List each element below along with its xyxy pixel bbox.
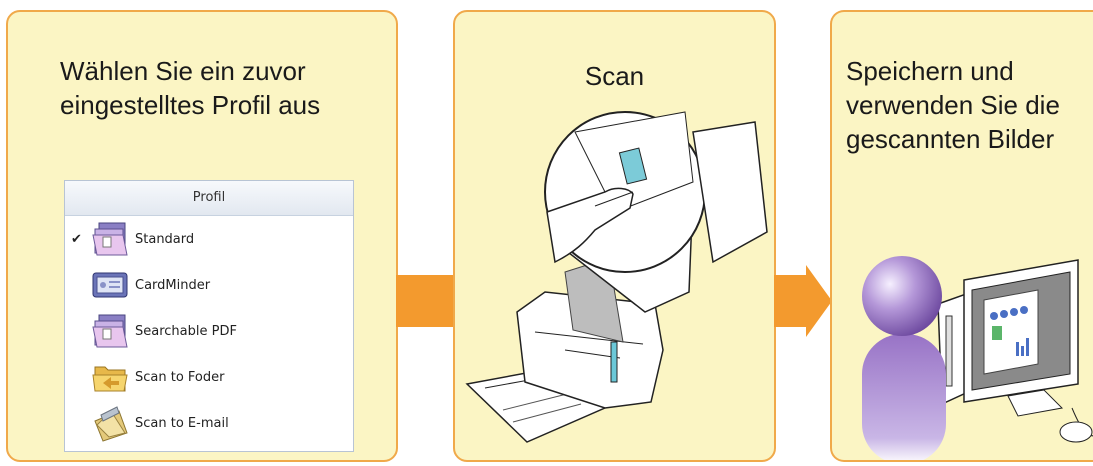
profile-item-label: Searchable PDF (135, 323, 237, 339)
scanner-illustration (465, 111, 768, 443)
profile-item-standard[interactable]: ✔ Standard (65, 216, 353, 262)
step-3-title: Speichern und verwenden Sie die gescannt… (846, 56, 1060, 154)
email-icon (94, 406, 128, 442)
profile-menu: Profil ✔ Standard CardMinder (64, 180, 354, 452)
folder-stack-icon (92, 222, 128, 256)
folder-icon (92, 366, 128, 392)
profile-item-searchable-pdf[interactable]: Searchable PDF (65, 308, 353, 354)
profile-item-label: Scan to Foder (135, 369, 225, 385)
folder-stack-icon (92, 314, 128, 348)
arrow-right-icon (774, 265, 832, 337)
card-icon (92, 272, 128, 298)
profile-item-label: Scan to E-mail (135, 415, 229, 431)
profile-item-scan-to-email[interactable]: Scan to E-mail (65, 400, 353, 446)
checkmark-icon: ✔ (71, 231, 82, 247)
profile-item-label: Standard (135, 231, 195, 247)
step-2-title: Scan (584, 61, 645, 91)
user-computer-illustration (862, 256, 1093, 460)
step-1-panel: Wählen Sie ein zuvor eingestelltes Profi… (6, 10, 398, 462)
arrow-right-icon (396, 275, 454, 327)
profile-item-cardminder[interactable]: CardMinder (65, 262, 353, 308)
profile-item-label: CardMinder (135, 277, 211, 293)
step-3-panel: Speichern und verwenden Sie die gescannt… (830, 10, 1093, 462)
step-1-title: Wählen Sie ein zuvor eingestelltes Profi… (60, 56, 321, 120)
profile-menu-header: Profil (65, 181, 353, 216)
profile-item-scan-to-folder[interactable]: Scan to Foder (65, 354, 353, 400)
step-2-panel: Scan (453, 10, 776, 462)
